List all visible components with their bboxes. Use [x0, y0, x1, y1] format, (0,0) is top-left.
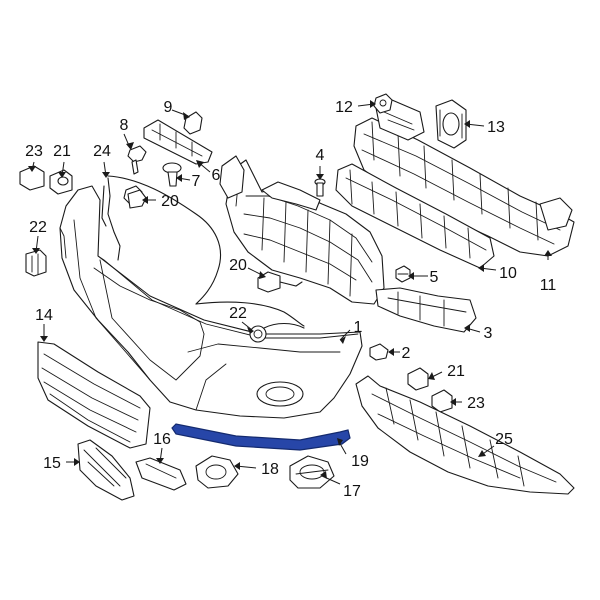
part-16-trim: [135, 457, 187, 491]
part-5-bolt: [395, 265, 411, 283]
callout-14: 14: [35, 307, 53, 324]
callout-20-lower: 20: [229, 257, 247, 274]
part-11-reinforcement-beam: [353, 99, 575, 257]
part-13-bracket: [435, 99, 467, 149]
part-1-bumper-cover: [59, 185, 363, 419]
callout-17: 17: [343, 483, 361, 500]
part-22-retainer-center: [249, 322, 305, 343]
grille-frame-assembly: [219, 155, 385, 305]
part-21-sensor-left: [49, 169, 73, 195]
callout-22-left: 22: [29, 219, 47, 236]
callout-4: 4: [316, 147, 325, 164]
part-12-nut: [373, 93, 393, 114]
part-7-push-pin: [162, 162, 182, 187]
part-17-fog-bezel: [289, 455, 335, 489]
callout-18: 18: [261, 461, 279, 478]
callout-9: 9: [164, 99, 173, 116]
callout-12: 12: [335, 99, 353, 116]
callout-1: 1: [354, 319, 363, 336]
callout-10: 10: [499, 265, 517, 282]
part-6-upper-bracket: [143, 119, 213, 165]
callout-19: 19: [351, 453, 369, 470]
part-19-lower-lip: [171, 423, 351, 451]
part-14-lower-grille: [37, 341, 151, 449]
part-15-side-grille: [77, 439, 135, 501]
callout-22-center: 22: [229, 305, 247, 322]
callout-23-right: 23: [467, 395, 485, 412]
part-21-sensor-right: [407, 367, 429, 391]
callout-21-left: 21: [53, 143, 71, 160]
callout-3: 3: [484, 325, 493, 342]
callout-16: 16: [153, 431, 171, 448]
part-2-clip: [369, 343, 389, 361]
callout-11: 11: [540, 277, 557, 294]
part-3-support-bracket: [375, 287, 477, 333]
callout-15: 15: [43, 455, 61, 472]
part-23-sensor-right: [431, 389, 453, 413]
callout-labels: 1 2 3 4 5 6 7 8 9 10 11 12 13 14 15 16 1…: [25, 99, 556, 500]
callout-21-right: 21: [447, 363, 465, 380]
callout-5: 5: [430, 269, 439, 286]
callout-20-upper: 20: [161, 193, 179, 210]
callout-6: 6: [212, 167, 221, 184]
callout-24: 24: [93, 143, 111, 160]
callout-23-left: 23: [25, 143, 43, 160]
callout-7: 7: [192, 173, 201, 190]
part-18-fog-bezel: [195, 455, 239, 489]
part-8-fastener: [127, 145, 147, 175]
callout-25: 25: [495, 431, 513, 448]
callout-13: 13: [487, 119, 505, 136]
part-20-connector-upper: [127, 189, 147, 209]
part-10-absorber: [335, 163, 495, 269]
part-4-bolt: [314, 178, 326, 197]
leader-lines: [28, 100, 552, 485]
part-25-splash-shield: [355, 375, 575, 495]
callout-8: 8: [120, 117, 129, 134]
part-22-retainer-left: [25, 249, 47, 277]
callout-2: 2: [402, 345, 411, 362]
